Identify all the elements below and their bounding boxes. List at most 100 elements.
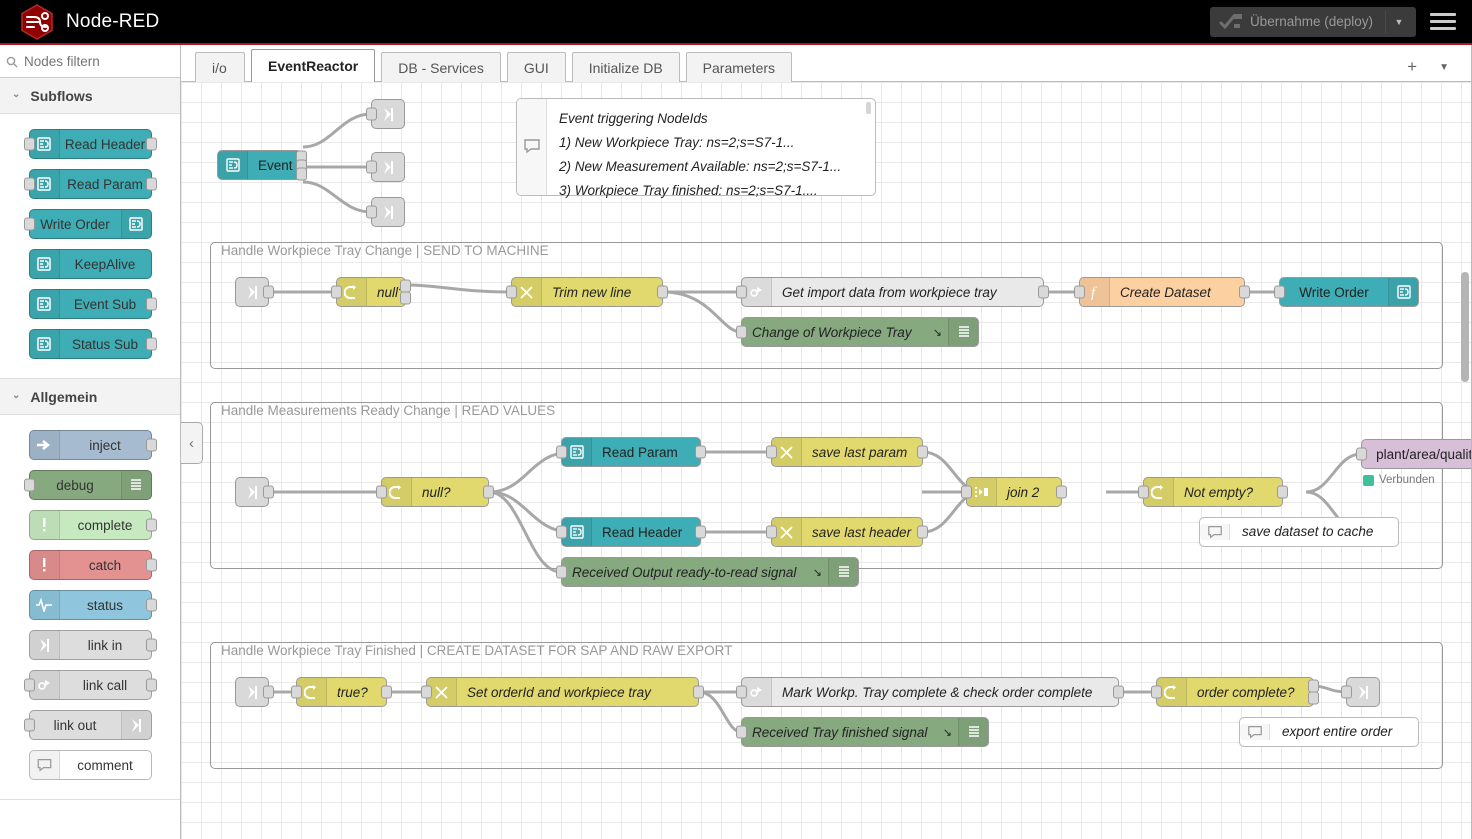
input-port[interactable] [766,525,777,539]
comment-node-save-dataset[interactable]: save dataset to cache [1199,517,1399,547]
node-debug-received-output-ready[interactable]: Received Output ready-to-read signal ↘ [556,557,859,587]
palette-node-comment[interactable]: comment [28,750,152,780]
input-port[interactable] [556,565,567,579]
resize-handle[interactable] [866,102,871,114]
input-port[interactable] [556,445,567,459]
node-subflow-read-header[interactable]: Read Header [556,517,706,547]
palette-node-link-out[interactable]: link out [23,710,152,740]
output-port[interactable] [1038,285,1049,299]
palette-search[interactable] [0,45,180,78]
palette-node-event-sub[interactable]: Event Sub [28,289,157,319]
palette-collapse-handle[interactable]: ‹ [181,422,203,464]
node-mqtt-out[interactable]: plant/area/quality/1411005/raw [1356,439,1471,469]
palette-node-status-sub[interactable]: Status Sub [28,329,157,359]
palette-node-read-header[interactable]: Read Header [23,129,157,159]
output-port[interactable] [1056,485,1067,499]
node-join[interactable]: join 2 [961,477,1067,507]
node-link-call-import[interactable]: Get import data from workpiece tray [736,277,1049,307]
node-debug-change-workpiece-tray[interactable]: Change of Workpiece Tray ↘ [736,317,979,347]
node-switch-true[interactable]: true? [291,677,392,707]
canvas-vertical-scrollbar[interactable] [1461,272,1469,382]
tab-db-services[interactable]: DB - Services [381,52,501,82]
palette-node-catch[interactable]: catch [28,550,157,580]
output-port[interactable] [483,485,494,499]
input-port[interactable] [506,285,517,299]
palette-node-link-in[interactable]: link in [28,630,157,660]
output-port[interactable] [693,685,704,699]
node-debug-received-tray-finished[interactable]: Received Tray finished signal ↘ [736,717,989,747]
input-port[interactable] [556,525,567,539]
output-port[interactable] [400,291,411,305]
node-switch-null[interactable]: null? [331,277,411,307]
tab-initialize-db[interactable]: Initialize DB [571,52,680,82]
node-switch-not-empty[interactable]: Not empty? [1138,477,1288,507]
output-port[interactable] [1308,679,1319,693]
input-port[interactable] [1274,285,1285,299]
output-port[interactable] [1239,285,1250,299]
node-link-out[interactable] [1341,677,1380,707]
node-change-save-last-header[interactable]: save last header [766,517,928,547]
input-port[interactable] [736,285,747,299]
output-port[interactable] [1113,685,1124,699]
plus-icon[interactable]: + [1407,57,1418,76]
node-event-sub[interactable]: Event Sub [217,150,307,181]
output-port[interactable] [1277,485,1288,499]
tab-parameters[interactable]: Parameters [685,52,793,82]
input-port[interactable] [366,205,377,219]
deploy-button[interactable]: Übernahme (deploy) ▼ [1209,6,1416,37]
node-link-out[interactable] [366,99,405,129]
node-switch-order-complete[interactable]: order complete? [1151,677,1319,707]
input-port[interactable] [1356,447,1367,461]
output-port[interactable] [145,518,157,532]
input-port[interactable] [1074,285,1085,299]
palette-node-read-param[interactable]: Read Param [23,169,157,199]
node-change-save-last-param[interactable]: save last param [766,437,928,467]
output-port[interactable] [145,177,157,191]
input-port[interactable] [961,485,972,499]
output-port[interactable] [145,297,157,311]
output-port[interactable] [917,525,928,539]
output-port[interactable] [263,685,274,699]
input-port[interactable] [291,685,302,699]
node-link-out[interactable] [366,197,405,227]
chevron-down-icon[interactable]: ▼ [1394,16,1404,27]
output-port[interactable] [695,445,706,459]
input-port[interactable] [23,678,35,692]
node-change-trim[interactable]: Trim new line [506,277,668,307]
tab-i-o[interactable]: i/o [195,52,245,82]
node-subflow-read-param[interactable]: Read Param [556,437,706,467]
node-link-in[interactable] [235,477,274,507]
node-function-create-dataset[interactable]: f Create Dataset [1074,277,1250,307]
input-port[interactable] [736,325,747,339]
node-link-in[interactable] [235,677,274,707]
output-port[interactable] [145,558,157,572]
input-port[interactable] [736,685,747,699]
node-link-in[interactable] [235,277,274,307]
output-port[interactable] [145,438,157,452]
input-port[interactable] [23,137,35,151]
input-port[interactable] [331,285,342,299]
node-link-call-mark-complete[interactable]: Mark Workp. Tray complete & check order … [736,677,1124,707]
hamburger-menu-icon[interactable] [1430,11,1456,32]
output-port[interactable] [145,137,157,151]
flow-group-workpiece-tray-finished[interactable]: Handle Workpiece Tray Finished | CREATE … [210,642,1443,769]
output-port[interactable] [263,485,274,499]
palette-node-debug[interactable]: debug [23,470,152,500]
palette-node-inject[interactable]: inject [28,430,157,460]
output-port[interactable] [917,445,928,459]
palette-node-keepalive[interactable]: KeepAlive [28,249,152,279]
output-port[interactable] [145,598,157,612]
flow-canvas[interactable]: ‹ [181,82,1471,839]
output-port[interactable] [657,285,668,299]
input-port[interactable] [23,718,35,732]
tab-gui[interactable]: GUI [506,52,566,82]
palette-category-allgemein[interactable]: ⌄ Allgemein [0,379,180,415]
palette-node-link-call[interactable]: link call [23,670,157,700]
input-port[interactable] [1138,485,1149,499]
output-port[interactable] [296,167,307,181]
node-switch-null2[interactable]: null? [376,477,494,507]
output-port[interactable] [381,685,392,699]
comment-node-event-ids[interactable]: Event triggering NodeIds 1) New Workpiec… [516,98,876,198]
palette-node-write-order[interactable]: Write Order [23,209,152,239]
input-port[interactable] [1151,685,1162,699]
